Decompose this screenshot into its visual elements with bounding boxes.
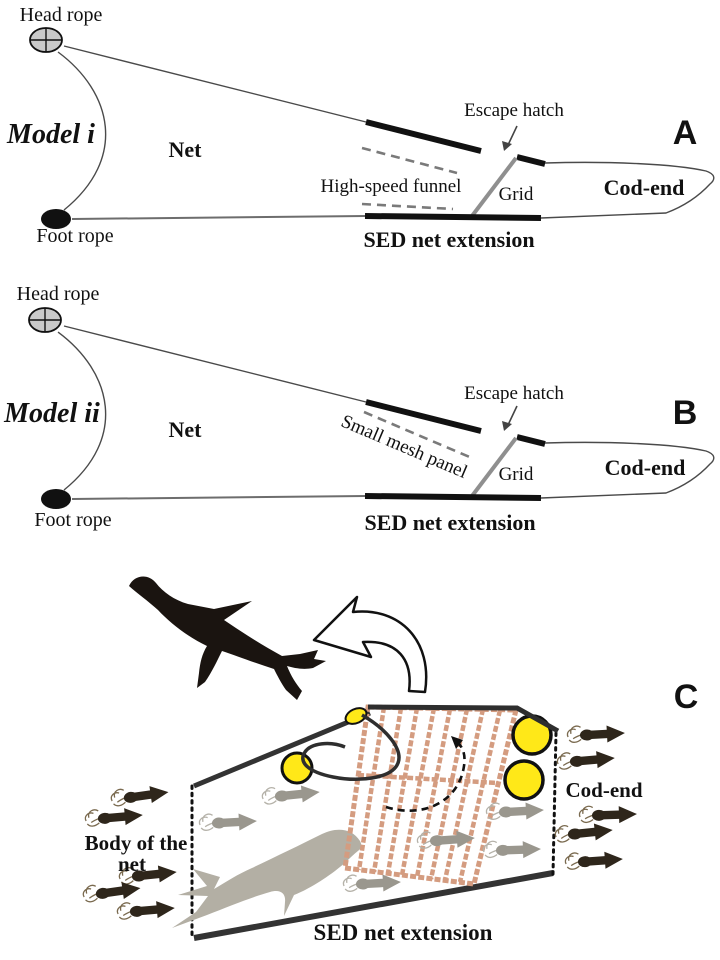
head-rope-float-icon <box>29 27 63 53</box>
grid-bar <box>399 707 437 876</box>
seal-inside-net-icon <box>172 829 362 928</box>
grid-bar <box>428 708 470 880</box>
funnel-dashed-upper <box>361 146 458 175</box>
body-of-net-label-line2: net <box>118 852 146 876</box>
hatch-flap-bar <box>516 154 546 167</box>
foot-rope-weight-icon <box>41 489 71 509</box>
grid-crossbar <box>357 772 499 786</box>
squid-icon <box>81 878 143 906</box>
escape-hatch-label: Escape hatch <box>464 100 564 121</box>
panel-letter: B <box>673 394 698 432</box>
funnel-dashed-lower <box>361 202 454 211</box>
flow-dashed-arrow-icon <box>385 736 466 812</box>
squid-icon <box>566 723 627 746</box>
squid-icon <box>260 782 322 808</box>
panel-c: C <box>81 576 699 945</box>
squid-icon <box>564 849 625 873</box>
net-mouth-curve <box>57 51 107 211</box>
extension-bottom-bar <box>364 493 542 501</box>
cod-end-outline <box>540 161 715 219</box>
sea-lion-escaping-icon <box>129 576 326 700</box>
foot-rope-label: Foot rope <box>36 225 113 247</box>
squid-icon <box>342 872 403 895</box>
model-label: Model ii <box>3 398 100 429</box>
head-rope-float-cross <box>30 28 62 52</box>
net-top-edge <box>193 710 371 789</box>
grid-label: Grid <box>499 184 534 205</box>
escape-hatch-label: Escape hatch <box>464 383 564 404</box>
extension-bottom-bar <box>364 213 542 221</box>
escape-hatch-arrow-icon <box>502 125 518 151</box>
squid-icon <box>578 804 638 826</box>
model-label: Model i <box>6 119 95 150</box>
panel-a: Head rope Foot rope Model i Net High-spe… <box>6 4 715 252</box>
extension-top-bar <box>365 399 482 434</box>
head-rope-label: Head rope <box>20 4 103 26</box>
net-bottom-line <box>71 215 367 220</box>
float-icon <box>503 759 545 801</box>
sorting-grid-line <box>470 156 518 218</box>
float-icon <box>344 707 368 725</box>
net-top-line <box>63 45 367 123</box>
squid-icon <box>553 820 615 846</box>
grid-label: Grid <box>499 464 534 485</box>
squid-icon <box>116 898 177 923</box>
grid-bar <box>385 707 420 874</box>
sed-extension-label: SED net extension <box>314 920 493 945</box>
cod-end-label: Cod-end <box>604 175 685 200</box>
net-label: Net <box>169 417 203 442</box>
grid-bar <box>442 708 486 881</box>
head-rope-float-cross <box>29 308 61 332</box>
hatch-flap-bar <box>516 434 546 447</box>
sed-extension-label: SED net extension <box>363 227 534 252</box>
escape-curved-arrow-icon <box>312 595 428 694</box>
panel-letter: A <box>673 114 698 152</box>
panel-letter: C <box>674 678 699 716</box>
grid-head-rope <box>367 704 560 734</box>
panel-b: Head rope Foot rope Model ii Net Small m… <box>3 283 715 535</box>
net-mouth-curve <box>57 331 107 491</box>
grid-bar <box>457 709 503 883</box>
funnel-label: High-speed funnel <box>321 176 462 197</box>
body-of-net-label-line1: Body of the <box>85 831 188 855</box>
float-lashing-rope <box>301 713 401 781</box>
mesh-panel-dashed <box>363 410 473 460</box>
head-rope-label: Head rope <box>17 283 100 305</box>
net-label: Net <box>169 137 203 162</box>
squid-icon <box>482 839 542 861</box>
escape-hatch-arrow-icon <box>502 405 518 431</box>
net-top-line <box>63 325 367 403</box>
squid-icon <box>485 800 546 823</box>
foot-rope-weight-icon <box>41 209 71 229</box>
squid-icon <box>198 811 259 834</box>
foot-rope-label: Foot rope <box>34 509 111 531</box>
grid-bar <box>356 706 387 871</box>
squid-icon <box>109 782 171 810</box>
cod-end-label: Cod-end <box>605 455 686 480</box>
squid-icon <box>84 805 145 830</box>
net-bottom-edge <box>193 870 554 941</box>
cod-end-outline <box>540 441 715 499</box>
grid-bar <box>414 708 453 878</box>
head-rope-float-icon <box>28 307 62 333</box>
squid-icon <box>556 748 617 773</box>
net-bottom-line <box>71 495 367 500</box>
sed-extension-label: SED net extension <box>364 510 535 535</box>
net-rear-dotted-line <box>551 731 558 876</box>
sorting-grid-line <box>470 436 518 498</box>
cod-end-label: Cod-end <box>565 778 642 802</box>
grid-bar <box>371 707 404 873</box>
extension-top-bar <box>365 119 482 154</box>
